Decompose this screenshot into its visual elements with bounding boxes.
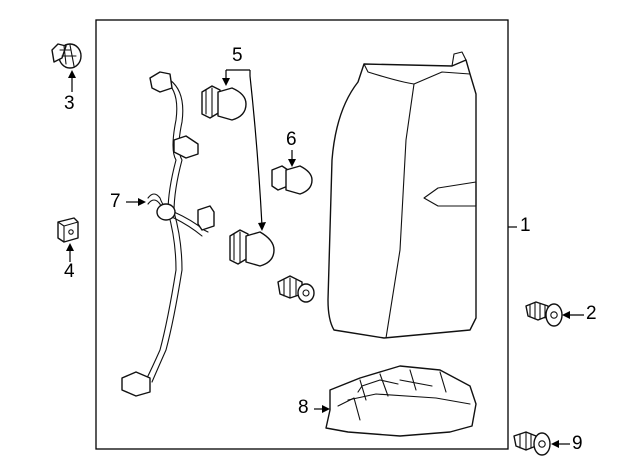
lamp-bracket-part-8[interactable] [325,365,477,437]
callout-5: 5 [232,45,243,66]
callout-4: 4 [64,261,75,282]
callout-1: 1 [520,215,531,236]
leader-lines [66,69,584,448]
bulb-part-5-lower[interactable] [229,229,275,267]
assembly-frame [95,19,509,450]
nut-part-4[interactable] [57,217,79,243]
callout-2: 2 [586,303,597,324]
wiring-harness-part-7[interactable] [121,71,215,397]
callout-8: 8 [298,397,309,418]
callout-6: 6 [286,129,297,150]
bulb-part-6[interactable] [271,165,313,195]
screw-part-9[interactable] [513,431,551,456]
bulb-part-5-upper[interactable] [201,85,247,121]
push-clip-part-3[interactable] [51,43,82,69]
callout-9: 9 [572,433,583,454]
callout-7: 7 [110,191,121,212]
callout-3: 3 [64,93,75,114]
tail-lamp-housing[interactable] [327,51,477,339]
mounting-screw[interactable] [277,275,315,303]
screw-part-2[interactable] [525,301,563,327]
